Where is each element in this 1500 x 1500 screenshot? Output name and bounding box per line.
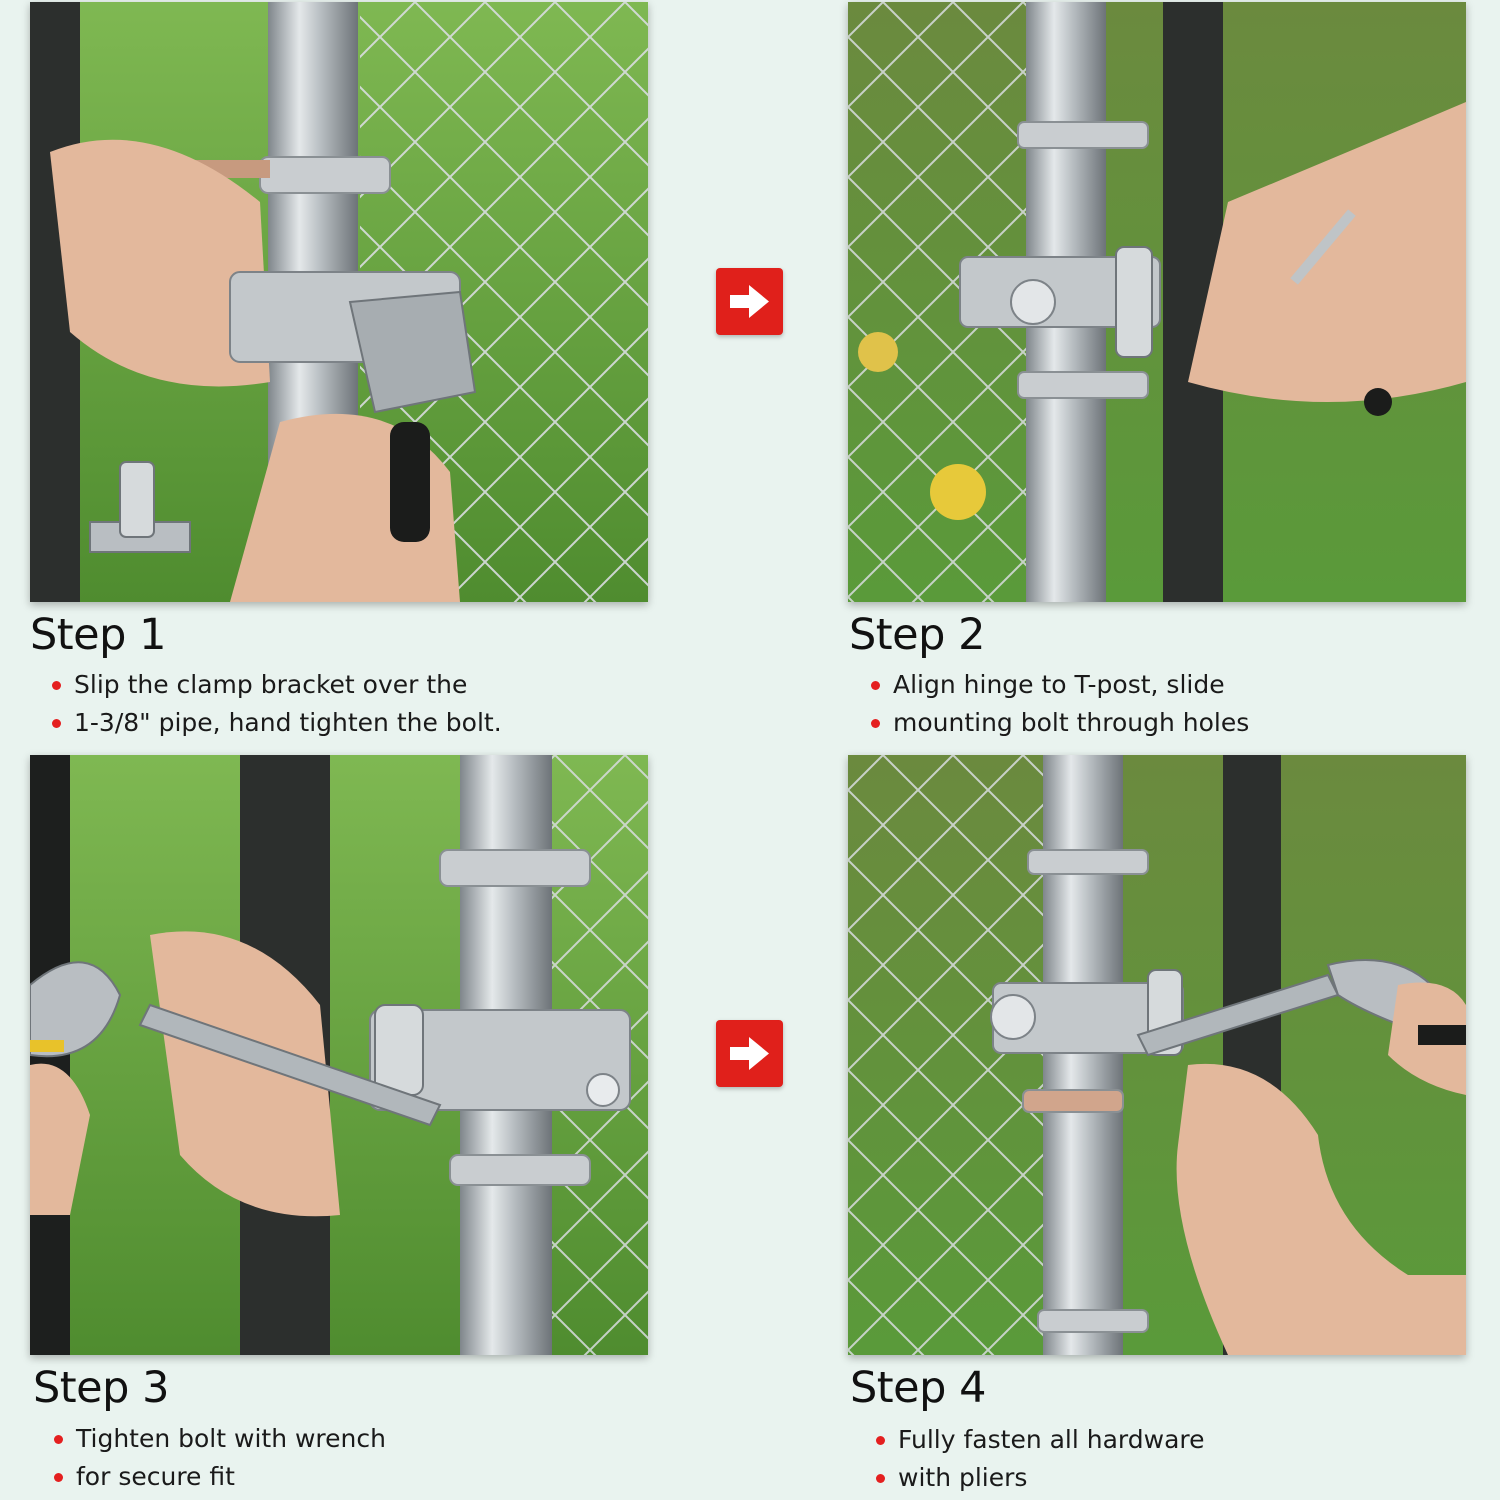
list-item: Slip the clamp bracket over the xyxy=(52,666,652,704)
list-item: mounting bolt through holes xyxy=(871,704,1471,742)
list-item: 1-3/8" pipe, hand tighten the bolt. xyxy=(52,704,652,742)
step-4-photo xyxy=(848,755,1466,1355)
bullet-text: with pliers xyxy=(898,1463,1028,1492)
step-3-bullets: Tighten bolt with wrench for secure fit xyxy=(54,1420,654,1496)
bullet-dot-icon xyxy=(52,681,61,690)
step-2-bullets: Align hinge to T-post, slide mounting bo… xyxy=(871,666,1471,742)
step-2-title: Step 2 xyxy=(849,610,985,660)
bullet-dot-icon xyxy=(871,681,880,690)
step-3-photo xyxy=(30,755,648,1355)
bullet-dot-icon xyxy=(871,719,880,728)
bullet-text: for secure fit xyxy=(76,1462,235,1491)
list-item: Align hinge to T-post, slide xyxy=(871,666,1471,704)
bullet-dot-icon xyxy=(54,1473,63,1482)
list-item: for secure fit xyxy=(54,1458,654,1496)
bullet-text: Slip the clamp bracket over the xyxy=(74,670,468,699)
step-1-illustration xyxy=(30,2,648,602)
bullet-dot-icon xyxy=(52,719,61,728)
step-1-photo xyxy=(30,2,648,602)
bullet-dot-icon xyxy=(876,1436,885,1445)
list-item: with pliers xyxy=(876,1459,1476,1497)
step-1-bullets: Slip the clamp bracket over the 1-3/8" p… xyxy=(52,666,652,742)
bullet-dot-icon xyxy=(54,1435,63,1444)
bullet-dot-icon xyxy=(876,1474,885,1483)
list-item: Fully fasten all hardware xyxy=(876,1421,1476,1459)
step-4-bullets: Fully fasten all hardware with pliers xyxy=(876,1421,1476,1497)
bullet-text: 1-3/8" pipe, hand tighten the bolt. xyxy=(74,708,502,737)
step-4-illustration xyxy=(848,755,1466,1355)
arrow-right-icon xyxy=(716,1020,783,1087)
arrow-right-icon xyxy=(716,268,783,335)
step-3-title: Step 3 xyxy=(33,1363,169,1413)
step-4-title: Step 4 xyxy=(850,1363,986,1413)
bullet-text: Align hinge to T-post, slide xyxy=(893,670,1225,699)
bullet-text: mounting bolt through holes xyxy=(893,708,1250,737)
bullet-text: Tighten bolt with wrench xyxy=(76,1424,386,1453)
step-2-illustration xyxy=(848,2,1466,602)
step-2-photo xyxy=(848,2,1466,602)
bullet-text: Fully fasten all hardware xyxy=(898,1425,1205,1454)
step-1-title: Step 1 xyxy=(30,610,166,660)
step-3-illustration xyxy=(30,755,648,1355)
list-item: Tighten bolt with wrench xyxy=(54,1420,654,1458)
